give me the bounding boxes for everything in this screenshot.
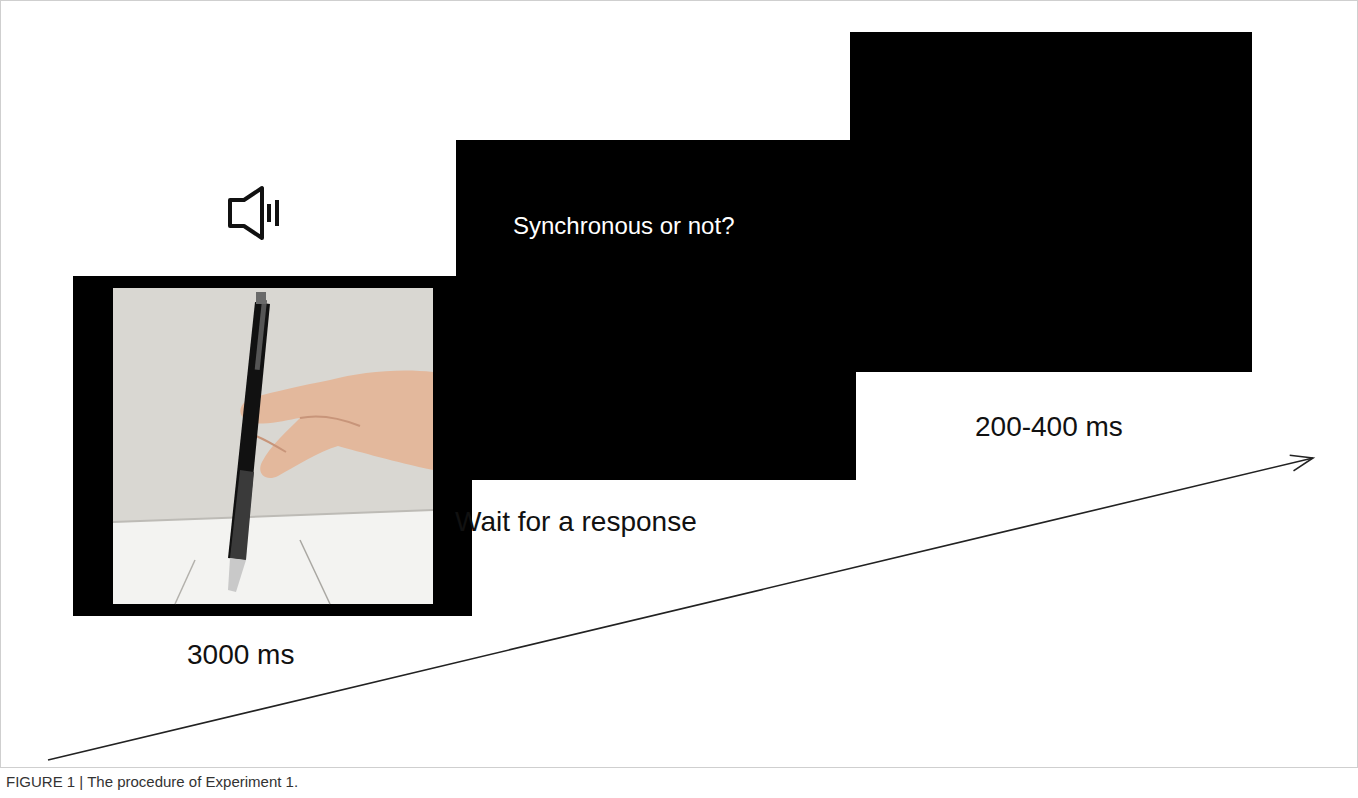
finger-shade xyxy=(300,416,360,426)
pen-clip xyxy=(255,300,267,370)
pen-body xyxy=(228,302,270,560)
table-seam xyxy=(175,560,195,604)
photo-wall xyxy=(113,288,433,604)
hand xyxy=(240,370,433,478)
screen-label: Wait for a response xyxy=(455,505,697,539)
hand-pen-photo xyxy=(113,288,433,604)
question-screen: Synchronous or not?Wait for a response xyxy=(456,140,856,480)
arrow-head xyxy=(1290,455,1313,471)
pen-button xyxy=(256,292,266,304)
screen-text: Synchronous or not? xyxy=(513,212,734,241)
photo-table xyxy=(113,510,433,604)
screen-label: 200-400 ms xyxy=(975,410,1123,444)
speaker-icon xyxy=(230,188,277,238)
figure-frame xyxy=(1,1,1358,768)
thumb xyxy=(256,436,286,452)
question-screen xyxy=(456,140,856,480)
sound-wave xyxy=(275,200,279,226)
table-edge xyxy=(113,510,433,522)
sound-wave xyxy=(267,204,271,222)
blank-screen xyxy=(850,32,1252,372)
pen-tip xyxy=(228,558,246,592)
figure-caption: FIGURE 1 | The procedure of Experiment 1… xyxy=(6,773,298,790)
speaker-cone xyxy=(230,188,262,238)
timeline-arrow xyxy=(48,458,1313,760)
blank-screen: 200-400 ms xyxy=(850,32,1252,372)
screen-label: 3000 ms xyxy=(187,638,294,672)
video-screen xyxy=(73,276,472,616)
table-seam xyxy=(300,540,330,604)
video-screen: 3000 ms xyxy=(73,276,472,616)
pen-grip xyxy=(230,470,254,560)
